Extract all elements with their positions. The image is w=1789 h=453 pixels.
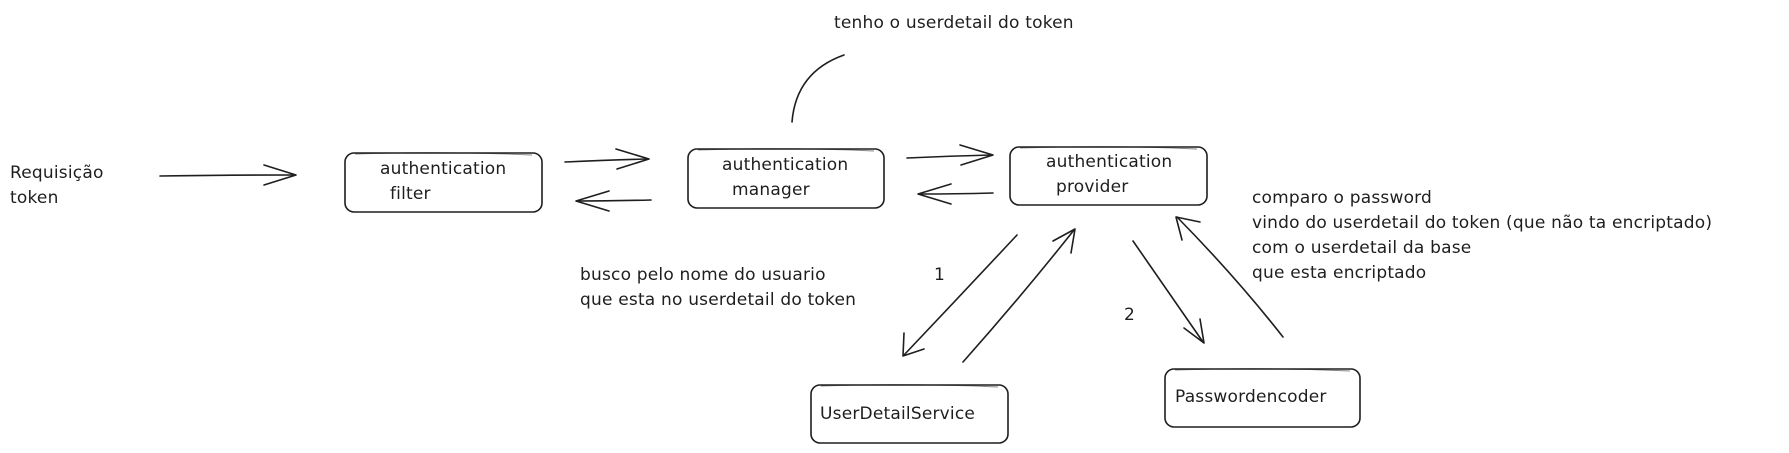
- comparo-note: comparo o password vindo do userdetail d…: [1252, 188, 1712, 283]
- arrow-provider-to-manager: [917, 183, 994, 205]
- user-detail-service-box: UserDetailService: [810, 384, 1009, 444]
- busca-line-2: que esta no userdetail do token: [580, 290, 856, 310]
- busca-line-1: busco pelo nome do usuario: [580, 265, 826, 285]
- arrow-passwordencoder-to-provider: [1175, 216, 1284, 338]
- manager-line-2: manager: [732, 180, 810, 200]
- arrow-provider-to-passwordencoder: [1132, 240, 1205, 344]
- filter-line-2: filter: [390, 184, 431, 204]
- manager-note-curve: [791, 54, 845, 123]
- busca-note: busco pelo nome do usuario que esta no u…: [580, 265, 856, 310]
- step-1-label: 1: [934, 265, 945, 285]
- passwordencoder-label: Passwordencoder: [1175, 387, 1327, 407]
- requisicao-token-label: Requisição token: [10, 163, 104, 208]
- arrow-manager-to-filter: [575, 190, 652, 212]
- authentication-provider-box: authentication provider: [1009, 146, 1208, 206]
- arrow-filter-to-manager: [564, 148, 650, 170]
- arrow-manager-to-provider: [906, 144, 994, 166]
- requisicao-line-1: Requisição: [10, 163, 104, 183]
- comparo-line-2: vindo do userdetail do token (que não ta…: [1252, 213, 1712, 233]
- arrow-requisicao-to-filter: [159, 164, 297, 186]
- provider-line-1: authentication: [1046, 152, 1172, 172]
- step-2-label: 2: [1124, 305, 1135, 325]
- userdetailservice-label: UserDetailService: [820, 404, 975, 424]
- provider-line-2: provider: [1056, 177, 1128, 197]
- authentication-manager-box: authentication manager: [687, 148, 885, 209]
- comparo-line-3: com o userdetail da base: [1252, 238, 1471, 258]
- arrow-userdetailservice-to-provider: [962, 228, 1076, 363]
- arrow-provider-to-userdetailservice: [902, 234, 1018, 357]
- authentication-filter-box: authentication filter: [344, 152, 543, 213]
- comparo-line-4: que esta encriptado: [1252, 263, 1426, 283]
- filter-line-1: authentication: [380, 159, 506, 179]
- requisicao-line-2: token: [10, 188, 59, 208]
- manager-note: tenho o userdetail do token: [834, 13, 1074, 33]
- comparo-line-1: comparo o password: [1252, 188, 1432, 208]
- manager-line-1: authentication: [722, 155, 848, 175]
- password-encoder-box: Passwordencoder: [1164, 368, 1361, 428]
